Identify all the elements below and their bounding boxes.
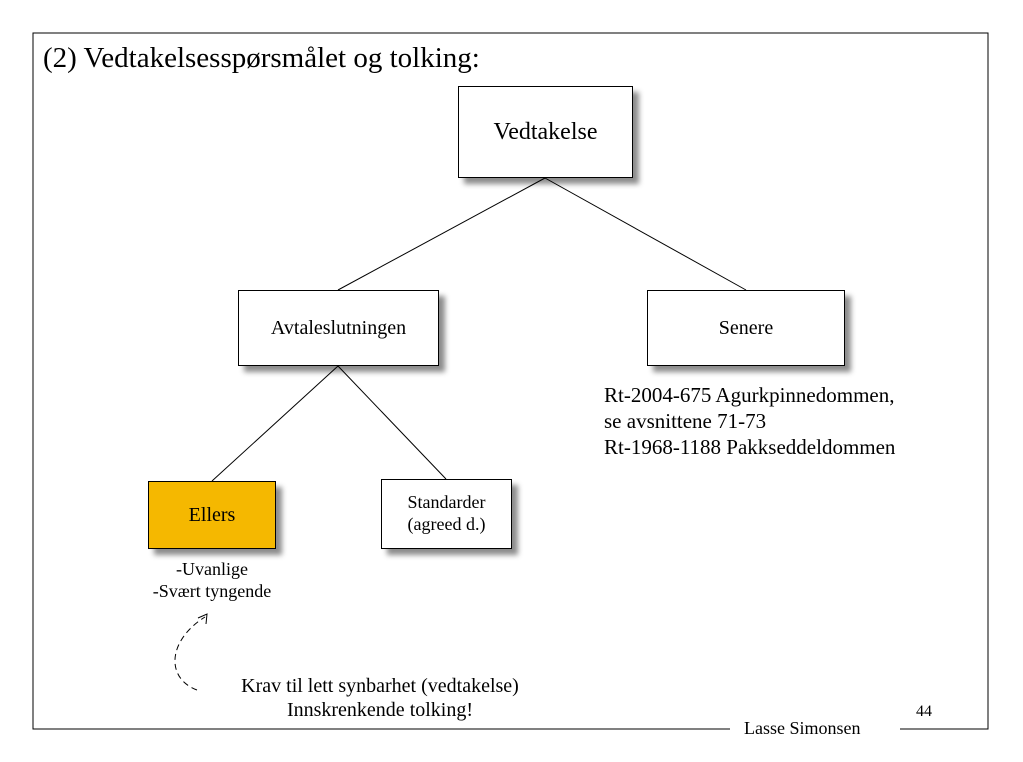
page-number: 44: [916, 703, 932, 720]
edge-root-right: [544, 177, 747, 291]
krav-line: Innskrenkende tolking!: [286, 699, 474, 721]
author-name: Lasse Simonsen: [744, 718, 861, 738]
node-avtaleslutningen-label: Avtaleslutningen: [270, 317, 407, 339]
reference-line: Rt-1968-1188 Pakkseddeldommen: [604, 435, 896, 459]
node-vedtakelse-label: Vedtakelse: [493, 118, 598, 145]
node-ellers-label: Ellers: [188, 504, 236, 526]
node-standarder: Standarder (agreed d.): [381, 479, 512, 549]
slide-title: (2) Vedtakelsesspørsmålet og tolking:: [43, 42, 480, 74]
dashed-curved-arrow-icon: [174, 613, 208, 691]
krav-note: Krav til lett synbarhet (vedtakelse) Inn…: [200, 674, 560, 722]
node-avtaleslutningen: Avtaleslutningen: [238, 290, 439, 366]
node-standarder-label-2: (agreed d.): [407, 514, 486, 534]
edge-left-standarder: [337, 365, 447, 480]
reference-line: Rt-2004-675 Agurkpinnedommen,: [604, 383, 895, 407]
ellers-note: -Svært tyngende: [152, 581, 272, 601]
edge-root-left: [337, 177, 546, 291]
ellers-note: -Uvanlige: [176, 559, 248, 579]
ellers-notes: -Uvanlige -Svært tyngende: [118, 558, 306, 602]
node-vedtakelse: Vedtakelse: [458, 86, 633, 178]
reference-line: se avsnittene 71-73: [604, 409, 767, 433]
edge-left-ellers: [211, 365, 339, 482]
krav-line: Krav til lett synbarhet (vedtakelse): [241, 675, 519, 697]
node-senere: Senere: [647, 290, 845, 366]
node-senere-label: Senere: [718, 317, 774, 339]
node-standarder-label-1: Standarder: [407, 492, 486, 513]
references: Rt-2004-675 Agurkpinnedommen, se avsnitt…: [604, 382, 895, 460]
node-ellers: Ellers: [148, 481, 276, 549]
